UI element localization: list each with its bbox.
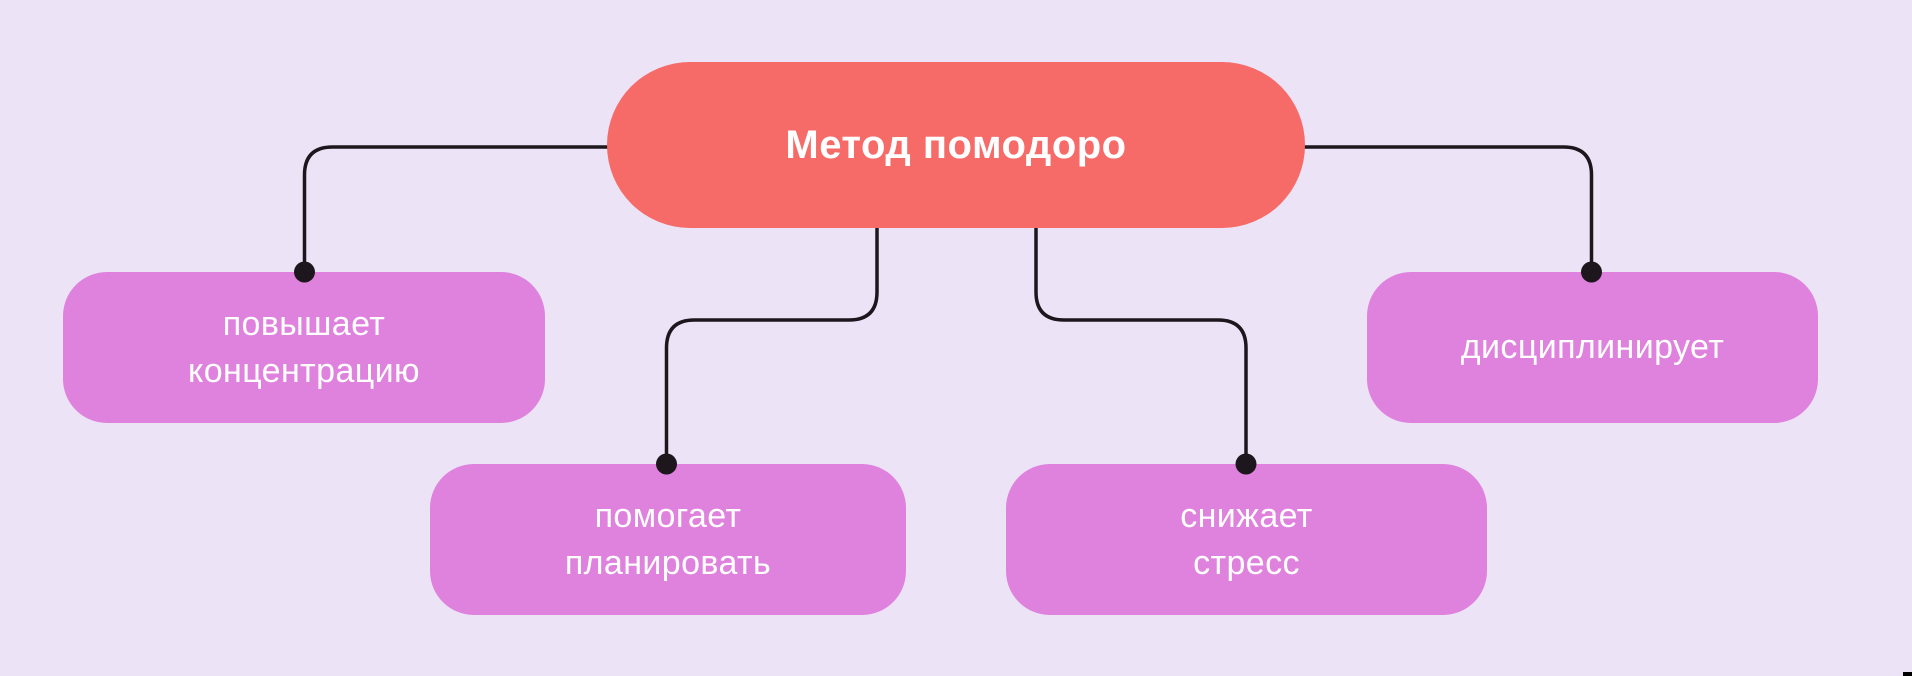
branch-node-pomogaet-planirovat: помогает планировать bbox=[430, 464, 906, 615]
branch-node-label: снижает стресс bbox=[1180, 496, 1313, 582]
branch-node-povyshaet-kontsentratsiyu: повышает концентрацию bbox=[63, 272, 545, 423]
branch-node-distsipliniruet: дисциплинирует bbox=[1367, 272, 1818, 423]
branch-node-label: повышает концентрацию bbox=[188, 304, 420, 390]
corner-mark bbox=[1903, 672, 1912, 676]
connector-line-root-to-branch-3 bbox=[1034, 200, 1248, 464]
root-node-label: Метод помодоро bbox=[785, 122, 1127, 167]
connector-line-root-to-branch-2 bbox=[664, 200, 879, 464]
branch-node-label: дисциплинирует bbox=[1460, 328, 1725, 366]
root-node: Метод помодоро bbox=[607, 62, 1305, 228]
branch-node-snizhaet-stress: снижает стресс bbox=[1006, 464, 1487, 615]
branch-node-label: помогает планировать bbox=[564, 496, 772, 582]
